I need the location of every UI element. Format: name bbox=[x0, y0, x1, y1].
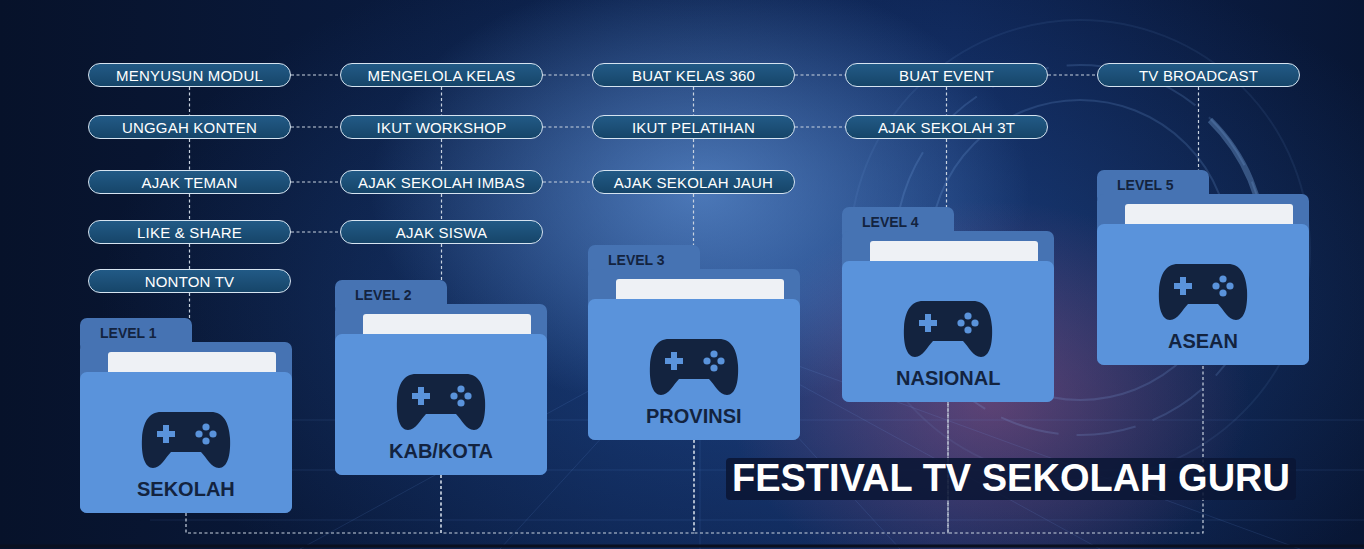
task-label: BUAT KELAS 360 bbox=[632, 68, 755, 83]
dashed-connector bbox=[795, 126, 845, 127]
level-tag: LEVEL 2 bbox=[355, 288, 412, 302]
level-folder: LEVEL 1 SEKOLAH bbox=[80, 318, 292, 513]
task-pill: TV BROADCAST bbox=[1097, 63, 1300, 87]
task-label: UNGGAH KONTEN bbox=[122, 120, 257, 135]
dashed-connector bbox=[189, 139, 190, 170]
task-label: AJAK TEMAN bbox=[142, 175, 238, 190]
dashed-connector bbox=[441, 87, 442, 115]
gamepad-icon bbox=[397, 374, 485, 430]
task-pill: AJAK SEKOLAH JAUH bbox=[592, 170, 795, 194]
task-pill: MENGELOLA KELAS bbox=[340, 63, 543, 87]
task-pill: AJAK SEKOLAH 3T bbox=[845, 115, 1048, 139]
gamepad-icon bbox=[142, 412, 230, 468]
level-name: SEKOLAH bbox=[137, 478, 235, 500]
task-label: TV BROADCAST bbox=[1139, 68, 1258, 83]
dashed-connector bbox=[543, 126, 592, 127]
level-tag: LEVEL 4 bbox=[862, 215, 919, 229]
level-tag: LEVEL 5 bbox=[1117, 178, 1174, 192]
task-label: AJAK SEKOLAH 3T bbox=[878, 120, 1015, 135]
hud-rings bbox=[850, 20, 1310, 480]
task-pill: IKUT WORKSHOP bbox=[340, 115, 543, 139]
task-label: MENGELOLA KELAS bbox=[367, 68, 515, 83]
task-pill: BUAT EVENT bbox=[845, 63, 1048, 87]
dashed-connector bbox=[693, 87, 694, 115]
dashed-connector bbox=[291, 126, 340, 127]
gamepad-icon bbox=[1159, 264, 1247, 320]
dashed-connector bbox=[441, 139, 442, 170]
task-pill: AJAK SEKOLAH IMBAS bbox=[340, 170, 543, 194]
dashed-connector bbox=[441, 244, 442, 280]
task-label: MENYUSUN MODUL bbox=[116, 68, 263, 83]
task-pill: AJAK SISWA bbox=[340, 220, 543, 244]
task-label: BUAT EVENT bbox=[899, 68, 994, 83]
task-label: IKUT WORKSHOP bbox=[377, 120, 507, 135]
dashed-connector bbox=[543, 74, 592, 75]
task-pill: AJAK TEMAN bbox=[88, 170, 291, 194]
dashed-connector bbox=[291, 231, 340, 232]
task-pill: IKUT PELATIHAN bbox=[592, 115, 795, 139]
dashed-connector bbox=[189, 194, 190, 220]
level-name: KAB/KOTA bbox=[389, 440, 493, 462]
task-label: AJAK SISWA bbox=[396, 225, 487, 240]
dashed-connector bbox=[189, 87, 190, 115]
task-label: LIKE & SHARE bbox=[137, 225, 242, 240]
dashed-connector bbox=[291, 74, 340, 75]
level-tag: LEVEL 3 bbox=[608, 253, 665, 267]
level-name: PROVINSI bbox=[646, 405, 742, 427]
dashed-connector bbox=[189, 293, 190, 318]
diagram-title: FESTIVAL TV SEKOLAH GURU bbox=[726, 458, 1296, 500]
task-pill: BUAT KELAS 360 bbox=[592, 63, 795, 87]
level-folder: LEVEL 4 NASIONAL bbox=[842, 207, 1054, 402]
dashed-connector bbox=[693, 194, 694, 245]
dashed-connector bbox=[1198, 87, 1199, 170]
dashed-connector bbox=[795, 74, 845, 75]
level-name: NASIONAL bbox=[896, 367, 1000, 389]
dashed-connector bbox=[189, 244, 190, 269]
task-pill: MENYUSUN MODUL bbox=[88, 63, 291, 87]
level-tag: LEVEL 1 bbox=[100, 326, 157, 340]
dashed-connector bbox=[693, 139, 694, 170]
level-folder: LEVEL 2 KAB/KOTA bbox=[335, 280, 547, 475]
dashed-connector bbox=[291, 181, 340, 182]
task-pill: UNGGAH KONTEN bbox=[88, 115, 291, 139]
dashed-connector bbox=[946, 87, 947, 115]
level-folder: LEVEL 3 PROVINSI bbox=[588, 245, 800, 440]
bottom-rule bbox=[0, 545, 1364, 548]
task-label: NONTON TV bbox=[145, 274, 235, 289]
dashed-connector bbox=[946, 139, 947, 207]
task-pill: NONTON TV bbox=[88, 269, 291, 293]
task-label: AJAK SEKOLAH IMBAS bbox=[358, 175, 525, 190]
dashed-connector bbox=[441, 194, 442, 220]
gamepad-icon bbox=[904, 301, 992, 357]
task-pill: LIKE & SHARE bbox=[88, 220, 291, 244]
dashed-connector bbox=[1048, 74, 1097, 75]
level-folder: LEVEL 5 ASEAN bbox=[1097, 170, 1309, 365]
level-name: ASEAN bbox=[1168, 330, 1238, 352]
task-label: AJAK SEKOLAH JAUH bbox=[614, 175, 773, 190]
gamepad-icon bbox=[650, 339, 738, 395]
task-label: IKUT PELATIHAN bbox=[632, 120, 755, 135]
dashed-connector bbox=[543, 181, 592, 182]
